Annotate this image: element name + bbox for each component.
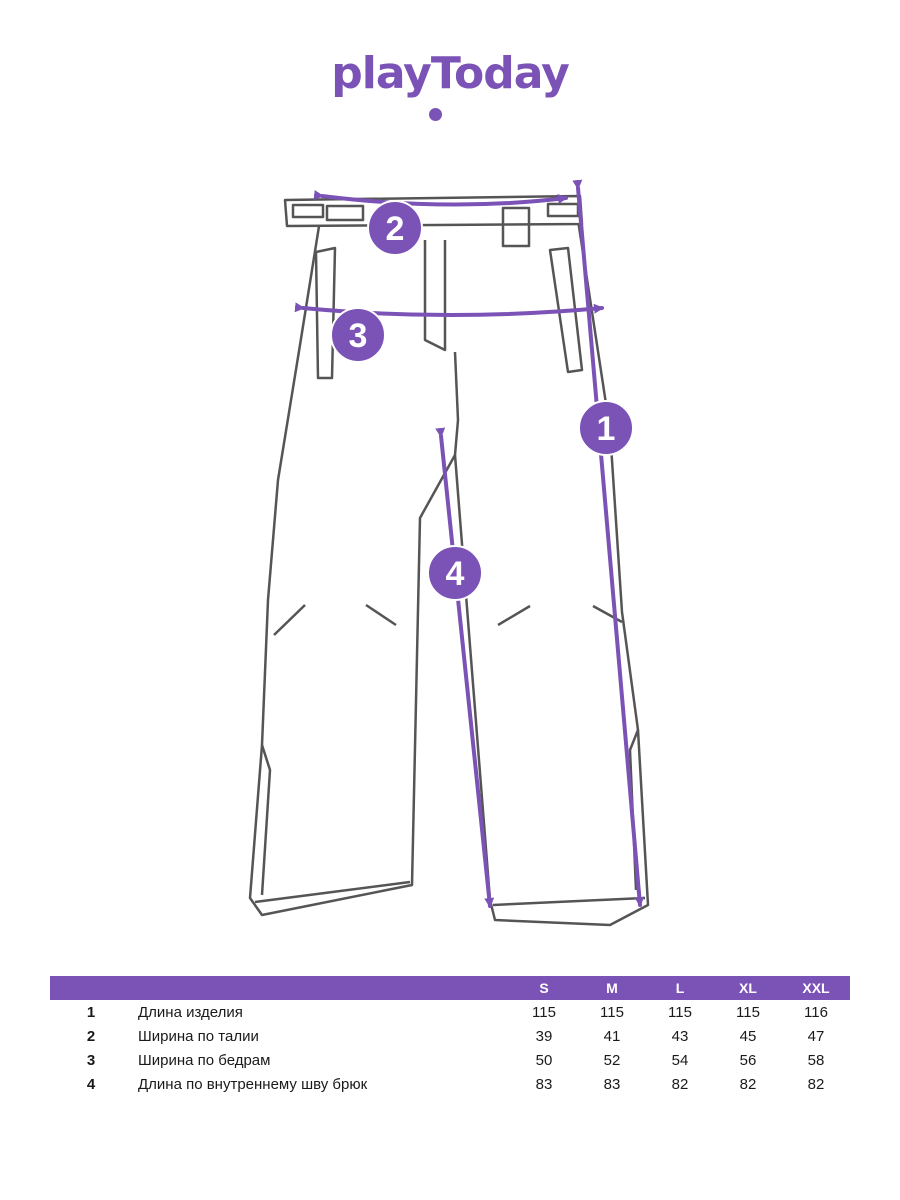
cell-value: 50 (535, 1051, 553, 1069)
cell-value: 115 (532, 1003, 556, 1021)
marker-3: 3 (330, 307, 386, 363)
marker-label-3: 3 (349, 317, 368, 355)
measure-line-4 (435, 427, 495, 908)
row-number: 4 (86, 1075, 96, 1093)
row-label: Ширина по талии (138, 1027, 259, 1045)
size-header-m: M (578, 976, 646, 1000)
row-label: Ширина по бедрам (138, 1051, 271, 1069)
measure-line-2 (313, 190, 568, 207)
cell-value: 83 (535, 1075, 553, 1093)
size-chart-table: S M L XL XXL 1 Длина изделия 115 115 115… (50, 976, 850, 1096)
cell-value: 47 (807, 1027, 825, 1045)
marker-label-1: 1 (597, 410, 616, 448)
header-cell-blank (132, 976, 510, 1000)
cell-value: 82 (671, 1075, 689, 1093)
size-header-s: S (510, 976, 578, 1000)
size-header-row: S M L XL XXL (50, 976, 850, 1000)
marker-label-4: 4 (446, 555, 465, 593)
row-label: Длина по внутреннему шву брюк (138, 1075, 368, 1093)
marker-1: 1 (578, 400, 634, 456)
table-row: 4 Длина по внутреннему шву брюк 83 83 82… (50, 1072, 850, 1096)
brand-logo-dot (429, 108, 442, 121)
cell-value: 58 (807, 1051, 825, 1069)
brand-logo-text: playToday (331, 48, 570, 99)
cell-value: 82 (807, 1075, 825, 1093)
cell-value: 41 (603, 1027, 621, 1045)
pants-diagram: 2 3 1 4 (248, 179, 650, 927)
measure-line-1 (572, 179, 645, 907)
size-header-xxl: XXL (782, 976, 850, 1000)
measurement-lines (294, 179, 645, 908)
size-header-xl: XL (714, 976, 782, 1000)
row-number: 1 (86, 1003, 96, 1021)
cell-value: 115 (600, 1003, 624, 1021)
marker-2: 2 (367, 200, 423, 256)
marker-4: 4 (427, 545, 483, 601)
cell-value: 54 (671, 1051, 689, 1069)
marker-label-2: 2 (386, 210, 405, 248)
cell-value: 39 (535, 1027, 553, 1045)
table-row: 2 Ширина по талии 39 41 43 45 47 (50, 1024, 850, 1048)
cell-value: 116 (804, 1003, 828, 1021)
table-row: 1 Длина изделия 115 115 115 115 116 (50, 1000, 850, 1024)
cell-value: 43 (671, 1027, 689, 1045)
cell-value: 115 (736, 1003, 760, 1021)
cell-value: 56 (739, 1051, 757, 1069)
table-row: 3 Ширина по бедрам 50 52 54 56 58 (50, 1048, 850, 1072)
cell-value: 45 (739, 1027, 757, 1045)
row-number: 2 (86, 1027, 96, 1045)
cell-value: 52 (603, 1051, 621, 1069)
row-number: 3 (86, 1051, 96, 1069)
header-cell-blank (50, 976, 132, 1000)
size-header-l: L (646, 976, 714, 1000)
measure-line-3 (294, 302, 604, 317)
cell-value: 83 (603, 1075, 621, 1093)
cell-value: 82 (739, 1075, 757, 1093)
cell-value: 115 (668, 1003, 692, 1021)
row-label: Длина изделия (138, 1003, 243, 1021)
brand-logo: playToday (0, 52, 900, 96)
